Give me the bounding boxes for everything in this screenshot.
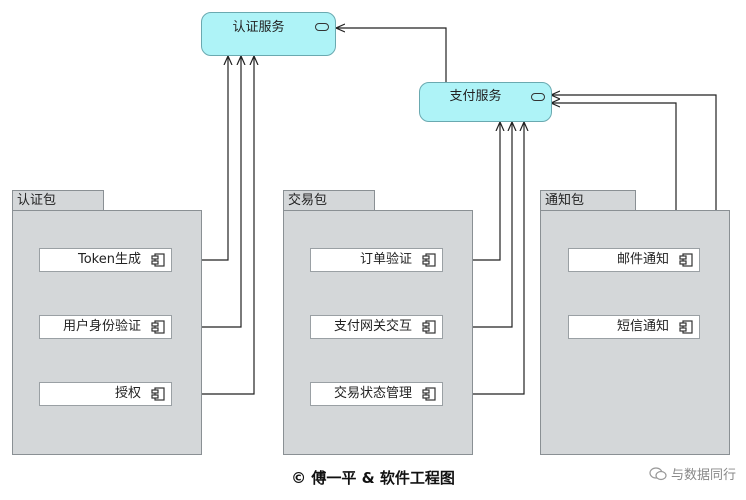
- component-icon: [422, 387, 436, 401]
- component-transaction-status[interactable]: 交易状态管理: [310, 382, 443, 406]
- payment-service-label: 支付服务: [449, 89, 502, 104]
- component-icon: [679, 253, 693, 267]
- payment-service[interactable]: 支付服务: [419, 82, 552, 122]
- package-tab-transaction: 交易包: [283, 190, 375, 210]
- component-label: 邮件通知: [616, 252, 669, 267]
- auth-service-label: 认证服务: [232, 20, 285, 35]
- component-token[interactable]: Token生成: [39, 248, 172, 272]
- component-icon: [422, 253, 436, 267]
- component-email-notify[interactable]: 邮件通知: [568, 248, 700, 272]
- watermark-text: 与数据同行: [670, 468, 736, 483]
- component-icon: [679, 320, 693, 334]
- interface-icon: [315, 23, 329, 31]
- package-tab-auth: 认证包: [12, 190, 104, 210]
- edge-email-to-pay: [551, 103, 677, 244]
- component-label: 授权: [114, 386, 141, 401]
- component-icon: [422, 320, 436, 334]
- wechat-icon: [649, 466, 667, 480]
- component-label: 用户身份验证: [62, 319, 141, 334]
- component-icon: [151, 253, 165, 267]
- component-label: 支付网关交互: [333, 319, 412, 334]
- interface-icon: [531, 93, 545, 101]
- component-order-verify[interactable]: 订单验证: [310, 248, 443, 272]
- component-authorize[interactable]: 授权: [39, 382, 172, 406]
- component-user-auth[interactable]: 用户身份验证: [39, 315, 172, 339]
- package-tab-notification: 通知包: [540, 190, 636, 210]
- component-icon: [151, 320, 165, 334]
- component-payment-gateway[interactable]: 支付网关交互: [310, 315, 443, 339]
- edge-pay-to-auth: [336, 28, 447, 82]
- component-icon: [151, 387, 165, 401]
- watermark: 与数据同行: [649, 464, 736, 483]
- component-label: 订单验证: [359, 252, 412, 267]
- package-name-auth: 认证包: [17, 193, 57, 208]
- component-label: Token生成: [78, 252, 141, 267]
- component-label: 交易状态管理: [333, 386, 412, 401]
- package-name-notification: 通知包: [545, 193, 585, 208]
- package-name-transaction: 交易包: [288, 193, 328, 208]
- copyright-caption: © 傅一平 & 软件工程图: [291, 469, 455, 487]
- component-label: 短信通知: [616, 319, 669, 334]
- auth-service[interactable]: 认证服务: [201, 12, 336, 56]
- component-sms-notify[interactable]: 短信通知: [568, 315, 700, 339]
